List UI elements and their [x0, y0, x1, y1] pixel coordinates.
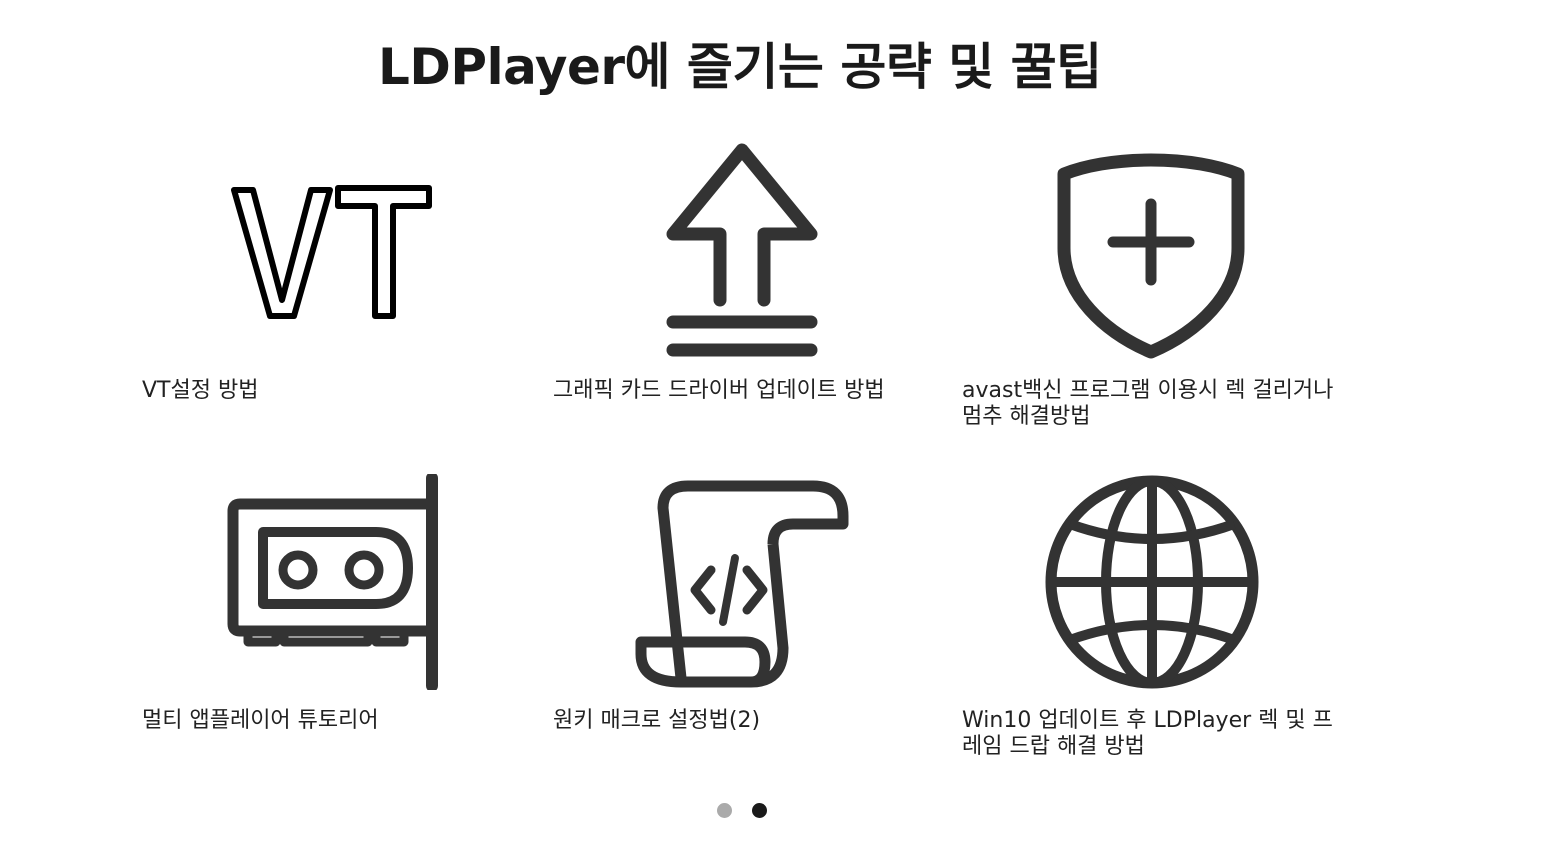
- vt-icon: [231, 185, 432, 319]
- shield-plus-icon: [1057, 153, 1245, 359]
- card-label: VT설정 방법: [142, 378, 259, 403]
- card-label: Win10 업데이트 후 LDPlayer 렉 및 프레임 드랍 해결 방법: [962, 708, 1333, 759]
- card-label: 그래픽 카드 드라이버 업데이트 방법: [553, 378, 885, 403]
- page-title: LDPlayer에 즐기는 공략 및 꿀팁: [378, 38, 1102, 96]
- card-graphics-driver-update[interactable]: 그래픽 카드 드라이버 업데이트 방법: [553, 140, 933, 450]
- card-label: 멀티 앱플레이어 튜토리어: [142, 708, 379, 733]
- globe-icon: [1045, 475, 1259, 689]
- card-one-key-macro[interactable]: 원키 매크로 설정법(2): [553, 470, 933, 780]
- card-label: 원키 매크로 설정법(2): [553, 708, 761, 733]
- carousel-pagination: [717, 803, 769, 819]
- pagination-dot-1[interactable]: [717, 803, 732, 818]
- card-label: avast백신 프로그램 이용시 렉 걸리거나 멈추 해결방법: [962, 378, 1334, 429]
- card-avast-fix[interactable]: avast백신 프로그램 이용시 렉 걸리거나 멈추 해결방법: [962, 140, 1342, 450]
- code-scroll-icon: [635, 480, 849, 688]
- pagination-dot-2[interactable]: [752, 803, 767, 818]
- card-win10-lag-fix[interactable]: Win10 업데이트 후 LDPlayer 렉 및 프레임 드랍 해결 방법: [962, 470, 1342, 780]
- card-vt-settings[interactable]: VT설정 방법: [142, 140, 522, 450]
- upload-arrow-icon: [666, 143, 818, 357]
- graphics-card-icon: [227, 474, 438, 690]
- card-multi-player-tutorial[interactable]: 멀티 앱플레이어 튜토리어: [142, 470, 522, 780]
